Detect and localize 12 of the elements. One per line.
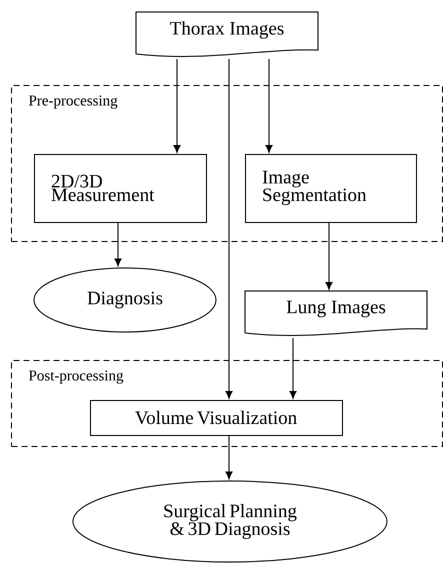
document-shape: Lung Images xyxy=(244,290,428,336)
process-box: Volume Visualization xyxy=(90,400,343,436)
arrow xyxy=(173,58,181,153)
document-shape: Thorax Images xyxy=(136,12,318,57)
arrow xyxy=(289,338,297,399)
arrow xyxy=(225,436,233,480)
arrow xyxy=(265,58,273,153)
process-box: 2D/3D Measurement xyxy=(34,154,207,223)
process-box: Image Segmentation xyxy=(245,154,417,223)
arrow xyxy=(225,58,233,399)
arrow xyxy=(114,222,122,266)
arrow xyxy=(325,222,333,290)
